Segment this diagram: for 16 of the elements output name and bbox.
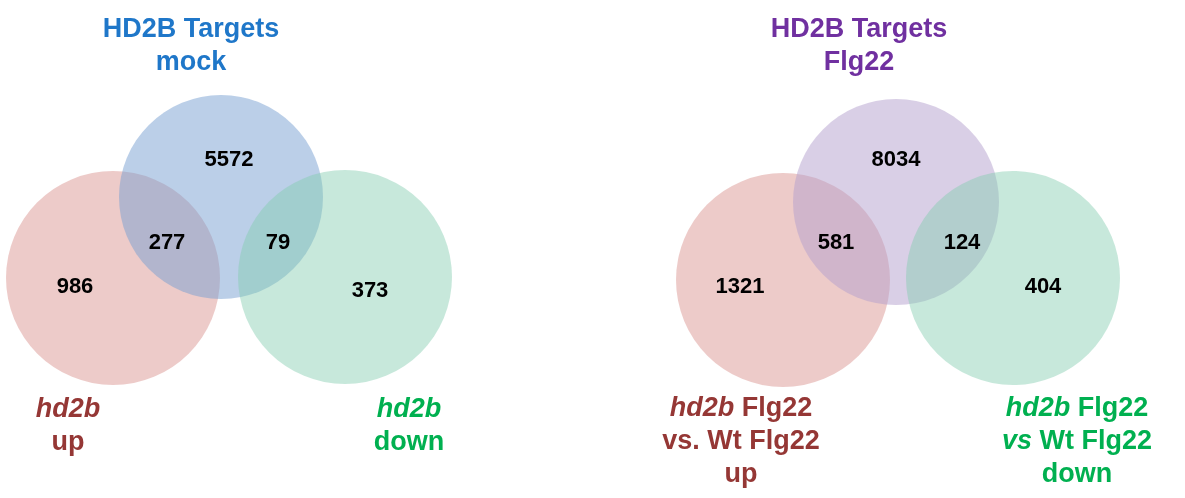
set-label: hd2b up bbox=[34, 392, 102, 458]
count-label: 5572 bbox=[204, 144, 254, 173]
count-label: 581 bbox=[817, 227, 855, 256]
set-label: HD2B Targets mock bbox=[101, 12, 281, 78]
count-label: 1321 bbox=[715, 271, 765, 300]
count-label: 373 bbox=[351, 275, 389, 304]
count-label: 404 bbox=[1024, 271, 1062, 300]
set-label: hd2b Flg22 vs Wt Flg22 down bbox=[1000, 390, 1153, 490]
count-label: 79 bbox=[265, 227, 291, 256]
count-label: 8034 bbox=[871, 144, 921, 173]
count-label: 277 bbox=[148, 227, 186, 256]
set-label: hd2b down bbox=[372, 392, 446, 458]
set-label: HD2B Targets Flg22 bbox=[769, 12, 949, 78]
set-label: hd2b Flg22 vs. Wt Flg22 up bbox=[661, 390, 821, 490]
count-label: 124 bbox=[943, 227, 981, 256]
count-label: 986 bbox=[56, 271, 94, 300]
